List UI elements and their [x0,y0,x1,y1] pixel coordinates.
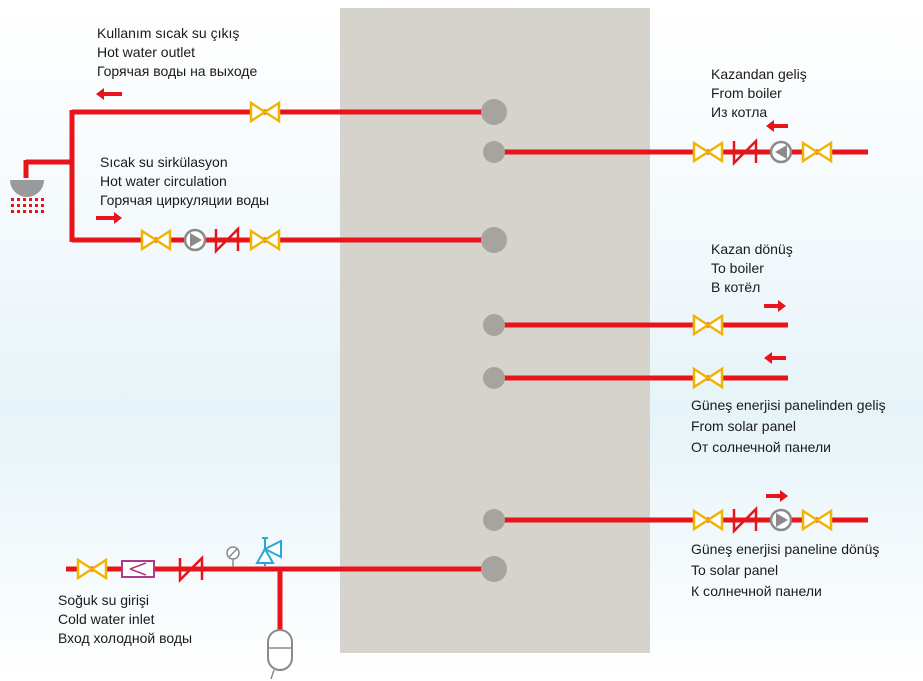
circulation-pump-icon[interactable] [183,228,207,252]
label-ru: В котёл [711,279,761,295]
label-ru: К солнечной панели [691,583,822,599]
label-ru: От солнечной панели [691,439,831,455]
check-valve-icon[interactable] [732,505,758,535]
flow-arrow-right [764,300,786,312]
gate-valve-icon[interactable] [140,228,172,252]
hot-water-circulation-label: Sıcak su sirkülasyon Hot water circulati… [100,153,269,210]
gate-valve-icon[interactable] [801,508,833,532]
label-en: Cold water inlet [58,611,155,627]
flow-arrow-right [766,490,788,502]
filter-icon[interactable] [121,560,155,578]
label-tr: Güneş enerjisi panelinden geliş [691,397,886,413]
expansion-vessel-icon [267,629,293,680]
flow-arrow-left [96,88,122,100]
check-valve-icon[interactable] [178,554,204,584]
label-ru: Горячая циркуляции воды [100,192,270,208]
port-hot-water-outlet [481,99,507,125]
from-boiler-label: Kazandan geliş From boiler Из котла [711,65,807,122]
label-en: Hot water outlet [97,44,196,60]
label-ru: Вход холодной воды [58,630,193,646]
gate-valve-icon[interactable] [692,508,724,532]
shower-icon [10,180,44,213]
to-boiler-label: Kazan dönüş To boiler В котёл [711,240,793,297]
gate-valve-icon[interactable] [692,313,724,337]
safety-valve-icon[interactable] [255,537,282,566]
from-solar-panel-label: Güneş enerjisi panelinden geliş From sol… [691,395,886,458]
label-tr: Kullanım sıcak su çıkış [97,25,240,41]
flow-arrow-left [764,352,786,364]
gate-valve-icon[interactable] [801,140,833,164]
hot-water-outlet-label: Kullanım sıcak su çıkış Hot water outlet… [97,24,257,81]
label-ru: Горячая воды на выходе [97,63,258,79]
port-cold-water-inlet [481,556,507,582]
port-from-boiler [483,141,505,163]
flow-arrow-left [766,120,788,132]
label-en: To boiler [711,260,764,276]
port-from-solar-panel [483,367,505,389]
port-to-boiler [483,314,505,336]
circulation-pump-icon[interactable] [769,140,793,164]
to-solar-panel-label: Güneş enerjisi paneline dönüş To solar p… [691,539,879,602]
check-valve-icon[interactable] [214,225,240,255]
tank-ports [481,99,507,582]
gate-valve-icon[interactable] [249,100,281,124]
gate-valve-icon[interactable] [692,366,724,390]
label-en: To solar panel [691,562,779,578]
gate-valve-icon[interactable] [76,557,108,581]
circulation-pump-icon[interactable] [769,508,793,532]
gate-valve-icon[interactable] [249,228,281,252]
label-ru: Из котла [711,104,768,120]
label-en: Hot water circulation [100,173,227,189]
gate-valve-icon[interactable] [692,140,724,164]
pressure-gauge-icon [226,546,240,567]
label-en: From solar panel [691,418,797,434]
label-en: From boiler [711,85,782,101]
port-to-solar-panel [483,509,505,531]
label-tr: Soğuk su girişi [58,592,150,608]
flow-arrow-right [96,212,122,224]
cold-water-inlet-label: Soğuk su girişi Cold water inlet Вход хо… [58,591,192,648]
check-valve-icon[interactable] [732,137,758,167]
label-tr: Güneş enerjisi paneline dönüş [691,541,880,557]
label-tr: Sıcak su sirkülasyon [100,154,228,170]
label-tr: Kazandan geliş [711,66,807,82]
label-tr: Kazan dönüş [711,241,793,257]
port-hot-water-circulation [481,227,507,253]
